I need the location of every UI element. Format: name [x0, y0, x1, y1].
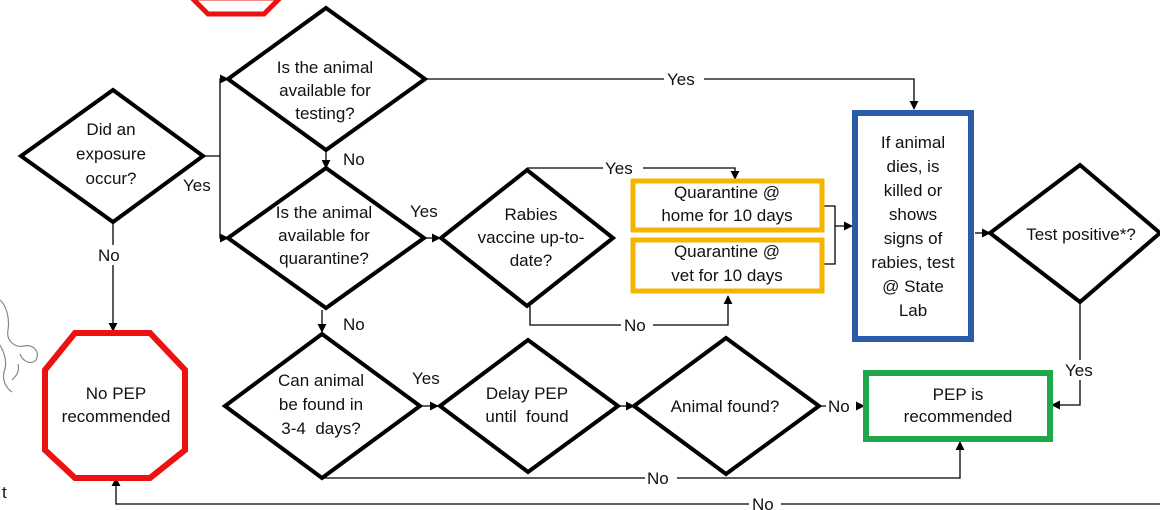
- label-line: vaccine up-to-: [478, 228, 585, 247]
- edge-testing-yes: [425, 78, 919, 110]
- label-line: Delay PEP: [486, 384, 568, 403]
- text-did-exposure: Did an exposure occur?: [76, 120, 146, 188]
- stop-no-pep: [42, 330, 188, 481]
- label-vaccine-no: No: [624, 316, 646, 335]
- label-line: until found: [485, 407, 568, 426]
- label-testing-yes: Yes: [667, 70, 695, 89]
- label-line: shows: [889, 205, 937, 224]
- label-line: rabies, test: [871, 253, 954, 272]
- edge-vet-to-lab: [822, 226, 836, 265]
- label-animal-found-no: No: [828, 397, 850, 416]
- text-quarantine-home: Quarantine @ home for 10 days: [661, 183, 792, 225]
- decision-available-quarantine: [224, 165, 428, 311]
- label-vaccine-yes: Yes: [605, 159, 633, 178]
- edge-bottom-no: [111, 477, 1160, 505]
- label-quarantine-no: No: [343, 315, 365, 334]
- decision-animal-found: [630, 335, 823, 477]
- label-line: 3-4 days?: [281, 419, 360, 438]
- label-line: exposure: [76, 145, 146, 164]
- label-line: vet for 10 days: [671, 266, 783, 285]
- label-line: If animal: [881, 133, 945, 152]
- label-line: Quarantine @: [674, 183, 780, 202]
- text-pep-recommended: PEP is recommended: [904, 385, 1013, 426]
- label-line: Quarantine @: [674, 242, 780, 261]
- edge-split-down: [219, 156, 229, 243]
- box-lab-test: [852, 110, 974, 342]
- label-found-no: No: [647, 469, 669, 488]
- label-line: Animal found?: [671, 397, 780, 416]
- label-line: PEP is: [933, 385, 984, 404]
- edge-labels: Yes No Yes No Yes No Yes No Yes No No Ye…: [96, 69, 1102, 510]
- box-quarantine-home: [630, 178, 825, 233]
- decision-test-positive: [986, 162, 1160, 305]
- edge-vaccine-yes: [527, 167, 740, 180]
- label-line: testing?: [295, 104, 355, 123]
- label-bottom-no: No: [752, 495, 774, 510]
- label-line: available for: [278, 226, 370, 245]
- label-positive-yes: Yes: [1065, 361, 1093, 380]
- label-line: Is the animal: [276, 203, 372, 222]
- edge-positive-yes: [1051, 302, 1081, 410]
- process-delay-pep: [436, 337, 622, 475]
- label-line: Can animal: [278, 371, 364, 390]
- text-test-positive: Test positive*?: [1026, 225, 1136, 244]
- text-available-testing: Is the animal available for testing?: [277, 58, 373, 123]
- text-lab-test: If animal dies, is killed or shows signs of r…: [871, 133, 954, 320]
- label-line: Lab: [899, 301, 927, 320]
- label-line: occur?: [85, 169, 136, 188]
- top-stop-sign-partial: [190, 0, 282, 17]
- label-quarantine-yes: Yes: [410, 202, 438, 221]
- stray-letter: t: [2, 483, 7, 502]
- text-available-quarantine: Is the animal available for quarantine?: [276, 203, 372, 268]
- text-no-pep: No PEP recommended: [62, 384, 171, 426]
- label-line: @ State: [882, 277, 944, 296]
- edge-home-to-lab: [822, 205, 853, 231]
- label-line: Rabies: [505, 205, 558, 224]
- label-found-yes: Yes: [412, 369, 440, 388]
- label-line: quarantine?: [279, 249, 369, 268]
- text-found-days: Can animal be found in 3-4 days?: [278, 371, 364, 438]
- box-quarantine-vet: [630, 237, 825, 294]
- label-line: recommended: [904, 407, 1013, 426]
- animal-sketch-partial: [0, 299, 38, 393]
- label-line: date?: [510, 251, 553, 270]
- label-testing-no: No: [343, 150, 365, 169]
- text-animal-found: Animal found?: [671, 397, 780, 416]
- label-line: recommended: [62, 407, 171, 426]
- label-exposure-yes: Yes: [183, 176, 211, 195]
- label-exposure-no: No: [98, 246, 120, 265]
- decision-available-testing: [224, 5, 429, 153]
- label-line: available for: [279, 81, 371, 100]
- label-line: Is the animal: [277, 58, 373, 77]
- edge-found-no: [322, 441, 965, 479]
- label-line: home for 10 days: [661, 206, 792, 225]
- label-line: signs of: [884, 229, 943, 248]
- label-line: dies, is: [887, 157, 940, 176]
- decision-vaccine: [437, 167, 617, 309]
- label-line: Did an: [86, 120, 135, 139]
- label-line: be found in: [279, 395, 363, 414]
- label-line: Test positive*?: [1026, 225, 1136, 244]
- edge-split-up: [219, 74, 229, 156]
- text-vaccine: Rabies vaccine up-to-date?: [478, 205, 585, 270]
- decision-found-days: [221, 331, 424, 481]
- decision-did-exposure: [17, 87, 207, 225]
- text-quarantine-vet: Quarantine @ vet for 10 days: [671, 242, 783, 285]
- box-pep-recommended: [863, 370, 1053, 442]
- label-line: No PEP: [86, 384, 146, 403]
- label-line: killed or: [884, 181, 943, 200]
- text-delay-pep: Delay PEP until found: [485, 384, 568, 426]
